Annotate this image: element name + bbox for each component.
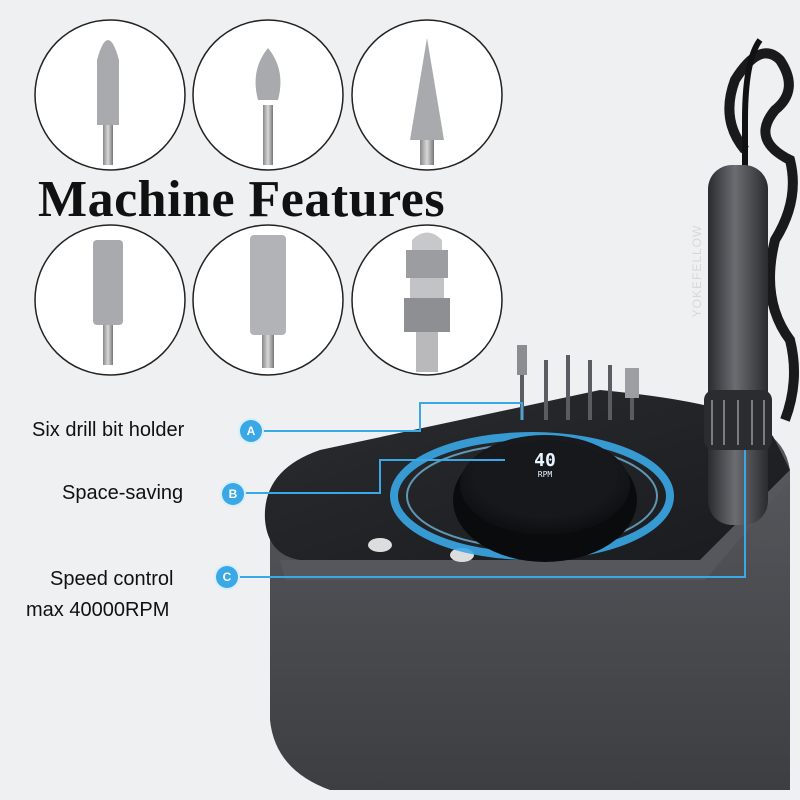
- drill-bit-showcase: [34, 19, 503, 376]
- brand-label: YOKEFELLOW: [690, 224, 704, 318]
- display-unit: RPM: [537, 470, 553, 479]
- badge-b: B: [222, 483, 244, 505]
- badge-a: A: [240, 420, 262, 442]
- feature-label: Six drill bit holder: [32, 419, 185, 441]
- feature-label: Space-saving: [62, 482, 184, 504]
- page-title: Machine Features: [38, 171, 446, 228]
- callout-lines: [238, 402, 746, 578]
- drill-machine: [264, 38, 799, 790]
- display-value: 40: [534, 450, 556, 471]
- feature-speed-sublabel: max 40000RPM: [26, 599, 170, 621]
- feature-space-saving: Space-saving: [62, 479, 183, 507]
- feature-label: Speed control: [50, 568, 174, 590]
- feature-speed-control: Speed control: [50, 565, 173, 593]
- display-readout: 40 RPM: [520, 452, 570, 480]
- badge-c: C: [216, 566, 238, 588]
- feature-drill-holder: Six drill bit holder: [32, 416, 184, 444]
